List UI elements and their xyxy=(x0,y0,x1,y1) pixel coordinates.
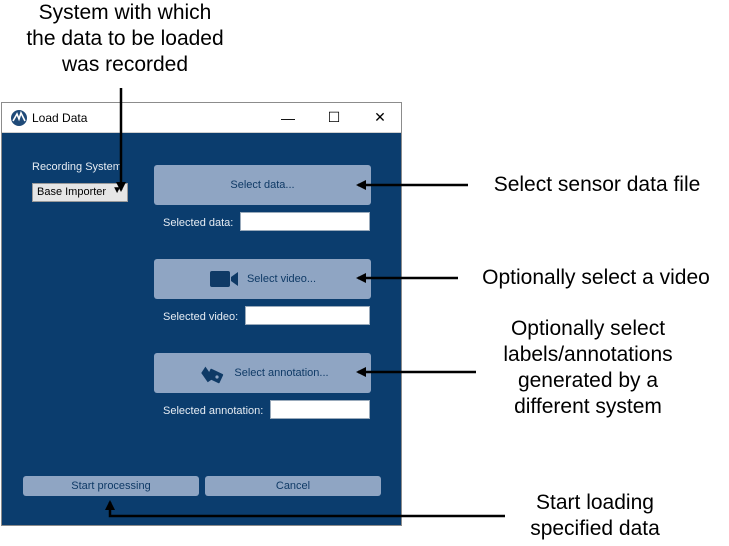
app-logo-icon xyxy=(11,110,27,126)
callout-start: Start loading specified data xyxy=(505,490,685,542)
tag-icon xyxy=(201,366,224,384)
recording-system-label: Recording System xyxy=(32,161,122,173)
selected-data-label: Selected data: xyxy=(163,217,234,229)
select-data-button[interactable]: Select data... xyxy=(154,165,371,205)
minimize-icon: — xyxy=(281,109,295,126)
minimize-button[interactable]: — xyxy=(265,103,311,132)
selected-video-label: Selected video: xyxy=(163,311,239,323)
start-processing-button[interactable]: Start processing xyxy=(23,476,199,496)
callout-line: the data to be loaded xyxy=(26,27,224,50)
select-video-label: Select video... xyxy=(246,273,317,285)
maximize-icon: ☐ xyxy=(327,109,341,125)
recording-system-dropdown[interactable]: Base Importer ▼ xyxy=(32,183,128,202)
callout-line: was recorded xyxy=(61,53,189,76)
callout-line: Start loading xyxy=(536,491,654,514)
maximize-button[interactable]: ☐ xyxy=(311,103,357,132)
callout-select-video: Optionally select a video xyxy=(482,266,710,289)
select-annotation-label: Select annotation... xyxy=(234,367,329,379)
cancel-label: Cancel xyxy=(275,480,311,492)
callout-line: specified data xyxy=(530,517,660,540)
recording-system-value: Base Importer xyxy=(37,186,107,198)
dialog-content: Recording System Base Importer ▼ Select … xyxy=(2,133,401,525)
callout-line: labels/annotations xyxy=(503,343,673,366)
callout-line: different system xyxy=(514,395,662,418)
selected-annotation-label: Selected annotation: xyxy=(163,405,264,417)
selected-data-field[interactable] xyxy=(240,212,370,231)
cancel-button[interactable]: Cancel xyxy=(205,476,381,496)
callout-select-data: Select sensor data file xyxy=(493,173,701,196)
callout-line: generated by a xyxy=(517,369,659,392)
arrow-start-processing xyxy=(105,500,505,518)
callout-line: System with which xyxy=(38,1,212,24)
callout-line: Optionally select xyxy=(510,317,666,340)
load-data-window: Load Data — ☐ ✕ Recording System Base Im… xyxy=(1,102,402,526)
select-annotation-button[interactable]: Select annotation... xyxy=(154,353,371,393)
select-video-button[interactable]: Select video... xyxy=(154,259,371,299)
callout-recording-system: System with which the data to be loaded … xyxy=(10,0,240,78)
selected-video-field[interactable] xyxy=(245,306,370,325)
title-bar[interactable]: Load Data — ☐ ✕ xyxy=(2,103,401,133)
start-processing-label: Start processing xyxy=(71,480,151,492)
window-title: Load Data xyxy=(32,111,88,125)
selected-annotation-field[interactable] xyxy=(270,400,370,419)
callout-select-annotation: Optionally select labels/annotations gen… xyxy=(480,316,696,420)
close-icon: ✕ xyxy=(374,109,386,125)
close-button[interactable]: ✕ xyxy=(357,103,403,132)
select-data-label: Select data... xyxy=(230,179,295,191)
video-camera-icon xyxy=(209,271,238,287)
